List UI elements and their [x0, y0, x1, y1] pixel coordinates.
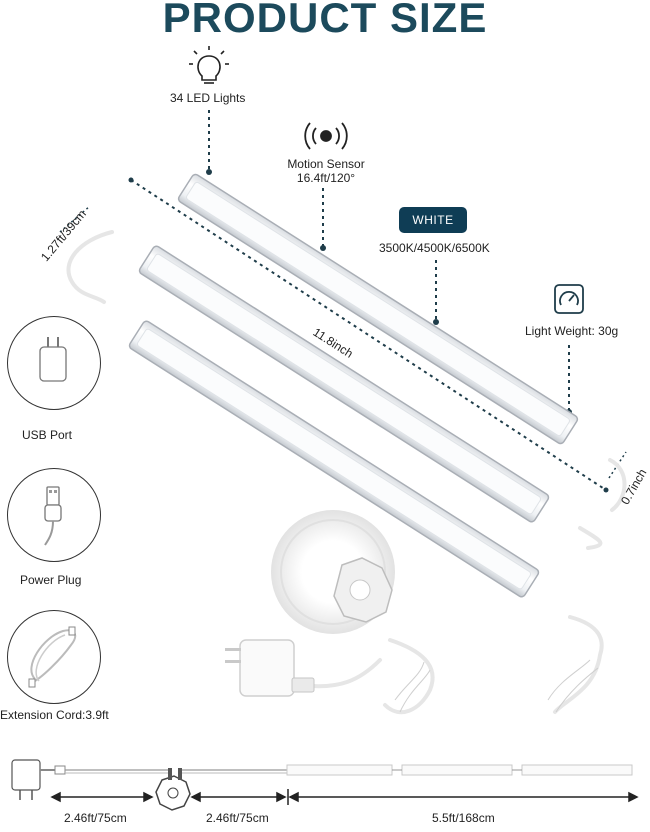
- usb-port-circle: [7, 316, 101, 410]
- bottom-diagram: [11, 759, 639, 811]
- usb-adapter: [225, 639, 315, 697]
- led-bars: [128, 173, 579, 598]
- gauge-icon: [554, 284, 584, 314]
- page-title: PRODUCT SIZE: [162, 0, 488, 41]
- measurement-sensor-cable: 2.46ft/75cm: [206, 811, 269, 825]
- power-plug-label: Power Plug: [20, 573, 82, 587]
- color-badge: WHITE: [399, 207, 467, 233]
- extension-cord-label: Extension Cord:3.9ft: [0, 708, 109, 722]
- usb-port-label: USB Port: [22, 428, 73, 442]
- measurement-adapter-cable: 2.46ft/75cm: [64, 811, 127, 825]
- motion-sensor-icon: [304, 122, 348, 150]
- motion-sensor-range: 16.4ft/120°: [296, 171, 356, 185]
- extension-cord-circle: [7, 610, 101, 704]
- motion-sensor-unit: [333, 557, 393, 623]
- power-plug-circle: [7, 468, 101, 562]
- led-count-label: 34 LED Lights: [170, 91, 246, 105]
- motion-sensor-label: Motion Sensor 16.4ft/120°: [280, 157, 372, 185]
- motion-sensor-title: Motion Sensor: [287, 157, 365, 171]
- light-weight-label: Light Weight: 30g: [525, 324, 619, 338]
- color-temperature-label: 3500K/4500K/6500K: [379, 241, 490, 255]
- lightbulb-icon: [189, 46, 229, 84]
- measurement-bars-length: 5.5ft/168cm: [432, 811, 495, 825]
